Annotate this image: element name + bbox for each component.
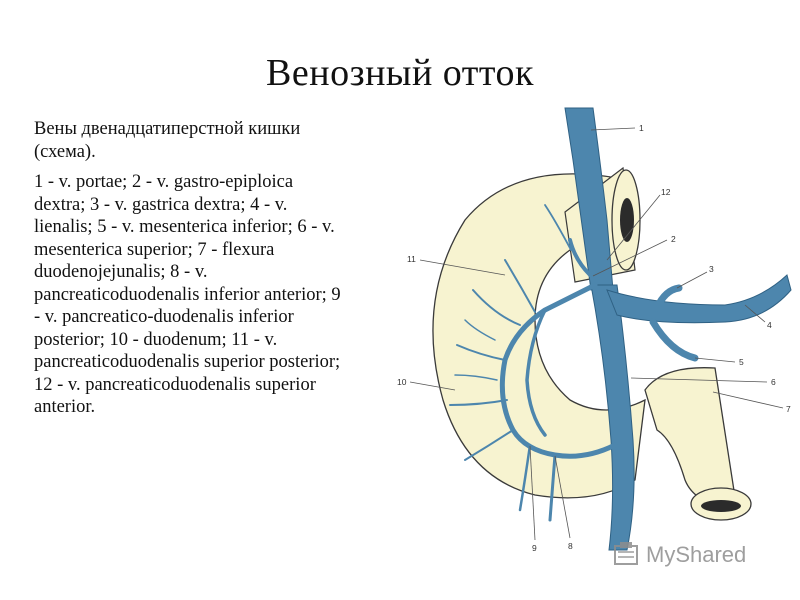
jejunum-lumen	[701, 500, 741, 512]
watermark-text: MyShared	[646, 542, 747, 567]
label-4: 4	[767, 320, 772, 330]
label-11: 11	[407, 254, 416, 264]
watermark: MyShared	[612, 538, 792, 572]
duodenum	[432, 173, 646, 499]
caption-legend: 1 - v. portae; 2 - v. gastro-epiploica d…	[34, 172, 341, 417]
myshared-logo-icon	[614, 542, 638, 565]
v-mesenterica-inferior	[649, 318, 699, 362]
caption-heading: Вены двенадцатиперстной кишки (схема).	[34, 119, 301, 162]
label-2: 2	[671, 234, 676, 244]
label-9: 9	[532, 543, 537, 553]
duodenum-veins-diagram: 1 2 3 4 5 6 7 8 9 10 11 12	[395, 100, 800, 580]
v-mesenterica-superior	[590, 284, 635, 551]
label-1: 1	[639, 123, 644, 133]
v-gastrica-dextra	[653, 284, 683, 312]
figure-caption: Вены двенадцатиперстной кишки (схема). 1…	[34, 118, 344, 427]
slide-title: Венозный отток	[266, 52, 534, 95]
leader-lines	[409, 127, 784, 541]
label-5: 5	[739, 357, 744, 367]
v-lienalis	[606, 274, 792, 324]
diagram-svg: 1 2 3 4 5 6 7 8 9 10 11 12	[397, 107, 792, 553]
label-12: 12	[661, 187, 671, 197]
label-6: 6	[771, 377, 776, 387]
label-7: 7	[786, 404, 791, 414]
pancreaticoduodenal-arcades	[449, 204, 618, 522]
label-8: 8	[568, 541, 573, 551]
label-10: 10	[397, 377, 407, 387]
label-3: 3	[709, 264, 714, 274]
